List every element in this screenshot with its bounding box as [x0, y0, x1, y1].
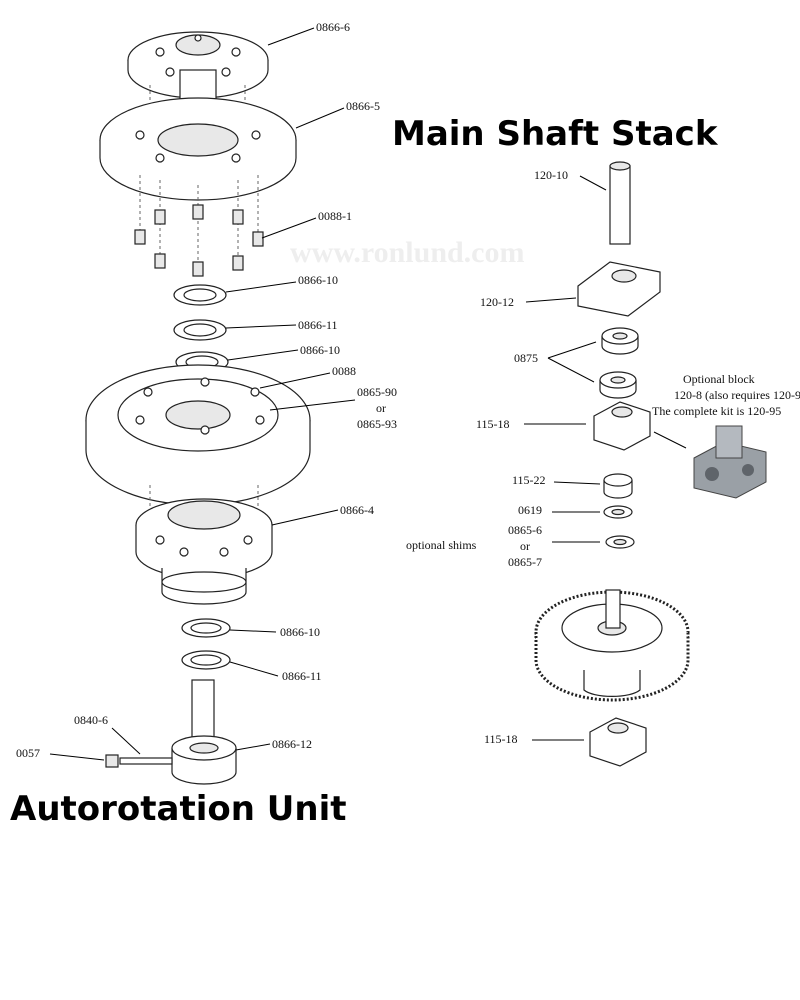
- label-120-12: 120-12: [480, 295, 514, 309]
- label-or-1: or: [376, 401, 386, 415]
- label-0088-1: 0088-1: [318, 209, 352, 223]
- label-0088: 0088: [332, 364, 356, 378]
- label-0865-6: 0865-6: [508, 523, 542, 537]
- label-0866-10-b: 0866-10: [300, 343, 340, 357]
- label-0866-11-a: 0866-11: [298, 318, 338, 332]
- part-0875-collar-b: [599, 371, 637, 399]
- label-0866-10-a: 0866-10: [298, 273, 338, 287]
- label-0865-7: 0865-7: [508, 555, 542, 569]
- label-120-10: 120-10: [534, 168, 568, 182]
- part-0057-setscrew: [105, 754, 119, 768]
- label-optional-shims: optional shims: [406, 538, 477, 552]
- watermark: www.ronlund.com: [290, 236, 525, 269]
- part-0866-4-hub: [135, 498, 273, 605]
- optional-block-120-8-image: [693, 425, 767, 499]
- part-0840-6-pin: [119, 757, 173, 765]
- part-lower-shaft: [191, 679, 215, 741]
- part-115-22-bushing: [603, 473, 633, 499]
- label-0866-12: 0866-12: [272, 737, 312, 751]
- part-120-12-block: [577, 261, 661, 317]
- part-0866-12-collar: [171, 735, 237, 785]
- part-115-18-a: [593, 401, 651, 451]
- label-0866-5: 0866-5: [346, 99, 380, 113]
- part-0866-5: [99, 97, 297, 201]
- part-0865-90-gear: [85, 364, 311, 506]
- label-0865-93: 0865-93: [357, 417, 397, 431]
- label-or-2: or: [520, 539, 530, 553]
- label-0875: 0875: [514, 351, 538, 365]
- part-120-10-shaft: [609, 161, 631, 245]
- part-main-gear: [534, 589, 690, 702]
- part-0875-collar-a: [601, 327, 639, 355]
- label-0866-10-c: 0866-10: [280, 625, 320, 639]
- label-115-18-a: 115-18: [476, 417, 510, 431]
- label-115-18-b: 115-18: [484, 732, 518, 746]
- optional-block-line-3: The complete kit is 120-95: [652, 404, 781, 418]
- label-0619: 0619: [518, 503, 542, 517]
- title-main-shaft-stack: Main Shaft Stack: [392, 114, 719, 154]
- label-0866-4: 0866-4: [340, 503, 374, 517]
- label-0840-6: 0840-6: [74, 713, 108, 727]
- label-115-22: 115-22: [512, 473, 546, 487]
- part-0088-1-screws: [134, 175, 264, 277]
- optional-block-line-1: Optional block: [683, 372, 755, 386]
- label-0865-90: 0865-90: [357, 385, 397, 399]
- optional-block-line-2: 120-8 (also requires 120-9): [674, 388, 800, 402]
- label-0866-6: 0866-6: [316, 20, 350, 34]
- label-0057: 0057: [16, 746, 40, 760]
- part-115-18-b: [589, 717, 647, 767]
- label-0866-11-b: 0866-11: [282, 669, 322, 683]
- title-autorotation-unit: Autorotation Unit: [10, 789, 346, 829]
